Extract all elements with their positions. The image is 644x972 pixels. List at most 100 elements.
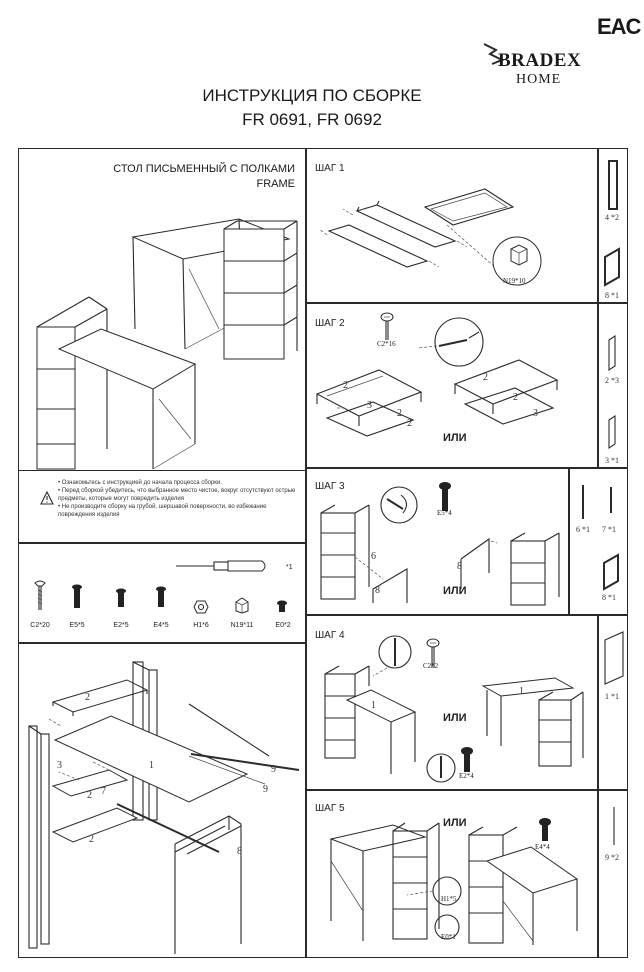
part-label: 7 [101, 786, 106, 797]
product-name: СТОЛ ПИСЬМЕННЫЙ С ПОЛКАМИ [113, 163, 295, 175]
bolt-e5-icon [72, 584, 82, 608]
step-3-bolt-icon [439, 482, 451, 511]
step-title: ШАГ 5 [315, 803, 345, 814]
side-part-label: 8 *1 [602, 593, 616, 602]
side-part-icon [604, 160, 620, 287]
part-label: 2 [397, 408, 402, 419]
hardware-label: E2*5 [113, 622, 129, 629]
or-label: ИЛИ [443, 585, 467, 597]
step-title: ШАГ 3 [315, 481, 345, 492]
warning-line: • Перед сборкой убедитесь, что выбранное… [58, 488, 296, 502]
page-title: ИНСТРУКЦИЯ ПО СБОРКЕ [202, 86, 422, 105]
side-part-label: 7 *1 [602, 525, 616, 534]
step-3-panel: ШАГ 3 6 8 8 E5*4 ИЛИ [306, 468, 569, 615]
step-1-illustration [318, 188, 542, 286]
brand-name: BRADEX [498, 50, 582, 71]
step-4-bolt-icon [461, 747, 473, 772]
warning-icon [40, 490, 54, 505]
step-title: ШАГ 2 [315, 318, 345, 329]
part-label: 1 [371, 700, 376, 711]
step-2-panel: ШАГ 2 C2*16 2 3 2 2 2 2 3 ИЛИ [306, 303, 598, 468]
bolt-e0-icon [277, 600, 287, 612]
hardware-label: N19*11 [230, 622, 254, 629]
warning-line: • Ознакомьтесь с инструкцией до начала п… [58, 480, 222, 486]
side-part-icon [582, 485, 619, 591]
step-title: ШАГ 4 [315, 630, 345, 641]
or-label: ИЛИ [443, 432, 467, 444]
side-part-label: 9 *2 [605, 853, 619, 862]
side-parts-5: 9 *2 [598, 790, 628, 958]
part-label: 2 [343, 380, 348, 391]
side-part-icon [613, 807, 615, 845]
product-series: FRAME [256, 178, 296, 190]
part-label: 2 [513, 392, 518, 403]
bolt-e4-icon [156, 586, 166, 607]
part-label: 1 [149, 760, 154, 771]
step-callout-label: C2*16 [377, 340, 396, 348]
side-part-label: 4 *2 [605, 213, 619, 222]
warning-line: • Не производите сборку на грубой, шерша… [58, 504, 267, 518]
eac-mark: EAC [597, 14, 641, 39]
side-part-label: 3 *1 [605, 456, 619, 465]
step-callout-label: E5*4 [437, 509, 452, 517]
side-parts-4: 1 *1 [598, 615, 628, 790]
part-label: 2 [85, 692, 90, 703]
part-label: 2 [89, 834, 94, 845]
side-part-label: 6 *1 [576, 525, 590, 534]
hardware-label: E4*5 [153, 622, 169, 629]
brand-logo: BRADEX HOME [482, 38, 602, 98]
exploded-illustration: 2 1 3 2 7 2 8 9 9 [28, 661, 300, 954]
step-3-illustration: 6 8 8 [320, 486, 560, 606]
step-callout-label-2: H1*5 [441, 895, 457, 903]
step-callout-label: N19*10 [503, 277, 526, 285]
step-5-illustration [329, 822, 579, 945]
warning-text: • Ознакомьтесь с инструкцией до начала п… [58, 479, 298, 519]
part-label: 2 [87, 790, 92, 801]
or-label: ИЛИ [443, 712, 467, 724]
part-label: 9 [271, 764, 276, 775]
part-label: 1 [519, 686, 524, 697]
side-part-label: 1 *1 [605, 692, 619, 701]
side-parts-2: 2 *3 3 *1 [598, 303, 628, 468]
side-part-icon [608, 334, 616, 450]
step-4-screw-icon [426, 638, 440, 668]
step-5-panel: ШАГ 5 ИЛИ E4*4 H1*5 E0*1 [306, 790, 598, 958]
screwdriver-icon [176, 560, 266, 572]
part-label: 2 [483, 372, 488, 383]
or-label: ИЛИ [443, 817, 467, 829]
part-label: 3 [533, 408, 538, 419]
step-2-screw-icon [380, 312, 394, 340]
hardware-panel: *1 C2*20 E5*5 E2*5 E4*5 H1*6 N19*11 E0*2 [18, 543, 306, 643]
hardware-label: E0*2 [275, 622, 291, 629]
part-label: 9 [263, 784, 268, 795]
cap-n19-icon [235, 597, 249, 614]
step-callout-label-2: E2*4 [459, 772, 474, 780]
nut-h1-icon [193, 600, 209, 614]
brand-swoosh-icon [483, 43, 505, 65]
exploded-view-panel: 2 1 3 2 7 2 8 9 9 [18, 643, 306, 958]
step-4-panel: ШАГ 4 1 1 C2*2 E2*4 ИЛИ [306, 615, 598, 790]
step-4-illustration: 1 1 [324, 635, 584, 783]
part-label: 8 [375, 585, 380, 596]
desk-illustration [36, 218, 298, 470]
part-label: 6 [371, 551, 376, 562]
warning-panel: • Ознакомьтесь с инструкцией до начала п… [18, 470, 306, 543]
brand-subtitle: HOME [516, 72, 562, 87]
part-label: 3 [57, 760, 62, 771]
part-label: 8 [457, 561, 462, 572]
side-parts-1: 4 *2 8 *1 [598, 148, 628, 303]
part-label: 8 [237, 846, 242, 857]
side-part-label: 2 *3 [605, 376, 619, 385]
hardware-label: C2*20 [30, 622, 50, 629]
side-part-label: 8 *1 [605, 291, 619, 300]
side-parts-3: 6 *1 7 *1 8 *1 [569, 468, 628, 615]
part-label: 3 [367, 400, 372, 411]
step-callout-label-3: E0*1 [441, 933, 456, 941]
step-callout-label: E4*4 [535, 843, 550, 851]
part-label: 2 [407, 418, 412, 429]
step-1-panel: ШАГ 1 N19*10 [306, 148, 598, 303]
step-callout-label: C2*2 [423, 662, 439, 670]
side-part-icon [604, 631, 624, 685]
screw-c2-icon [34, 580, 46, 610]
screwdriver-qty: *1 [286, 564, 293, 571]
